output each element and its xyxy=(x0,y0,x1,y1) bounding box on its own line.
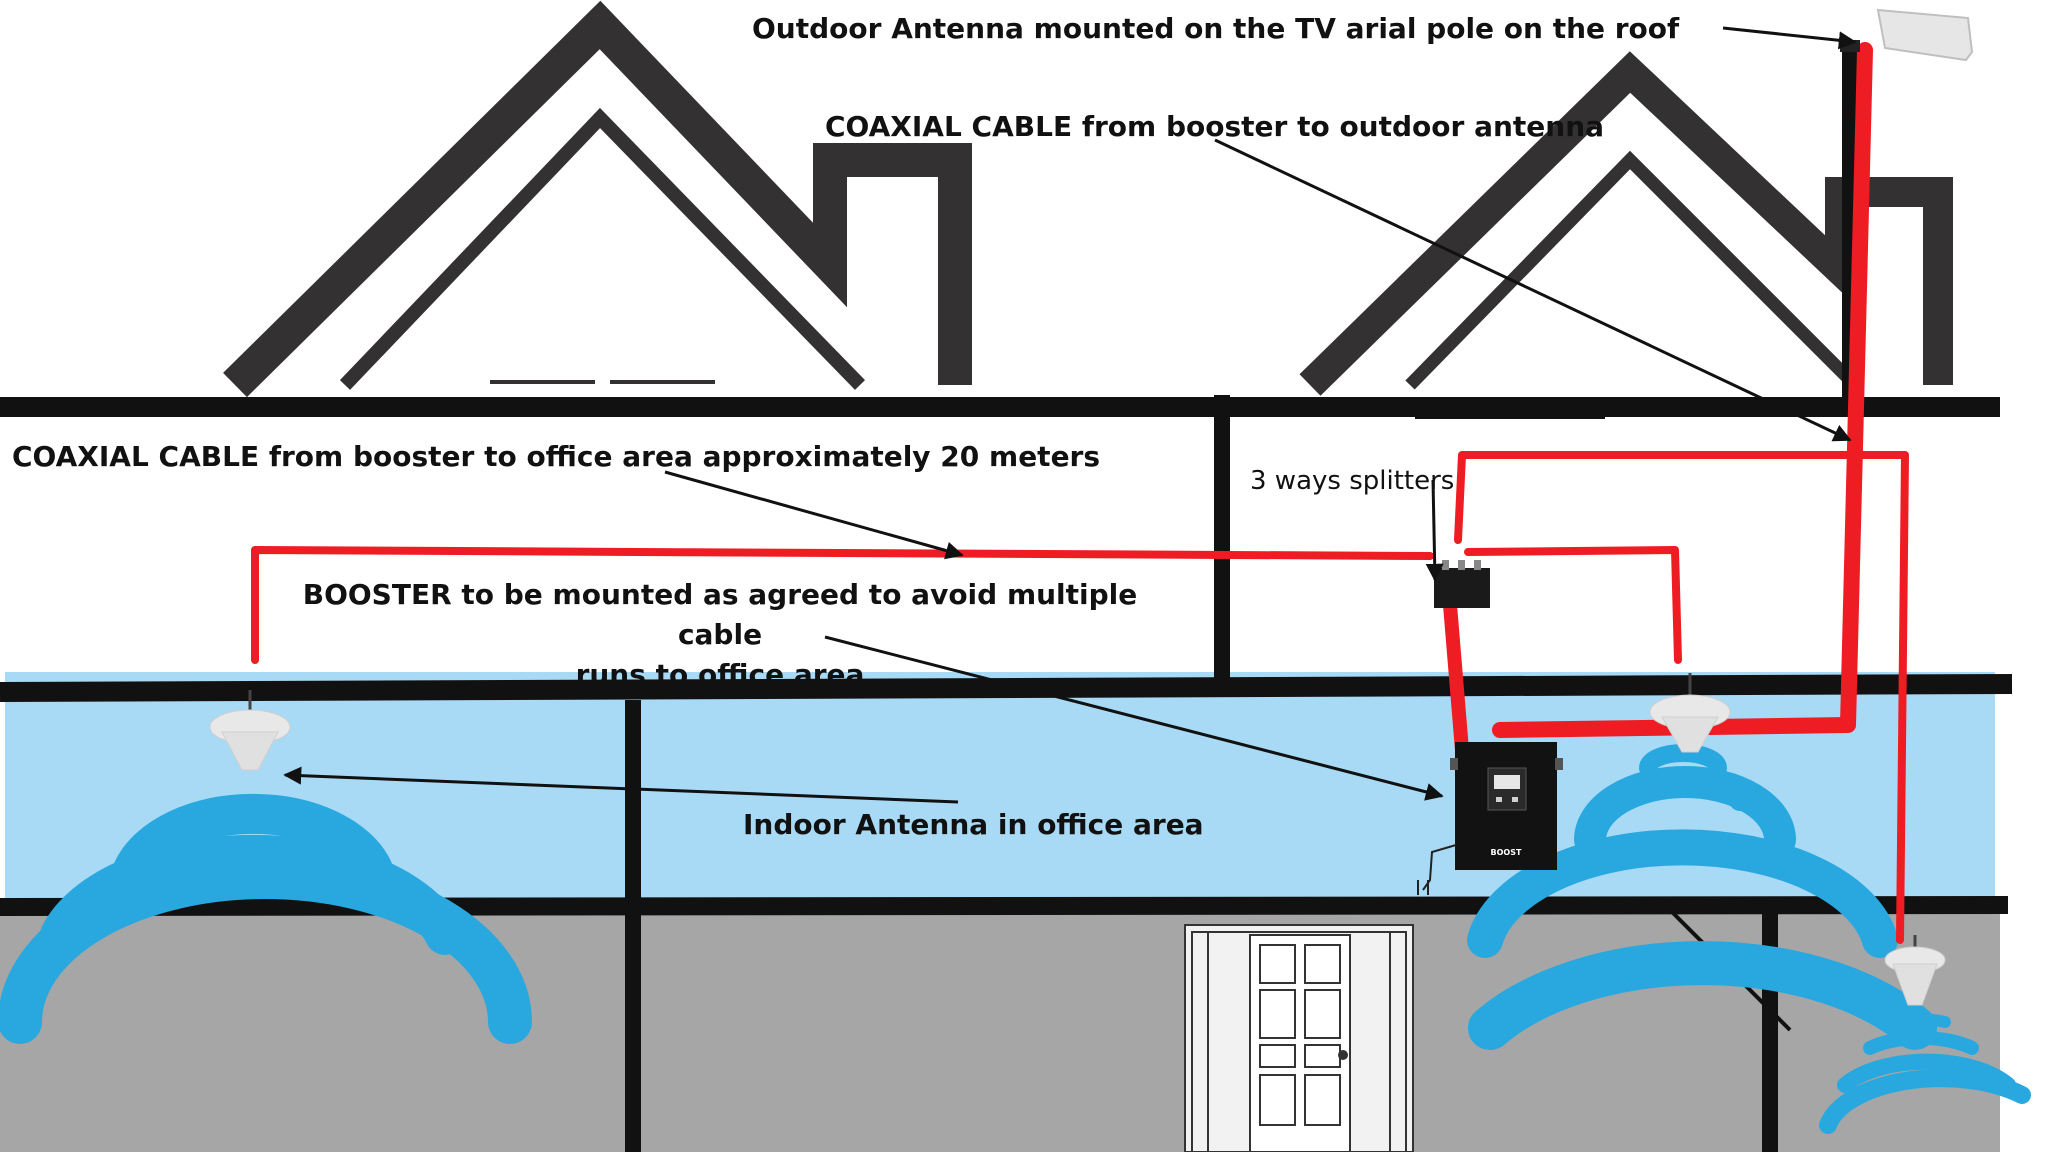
annotation-arrows xyxy=(283,26,1857,804)
indoor-antenna-label: Indoor Antenna in office area xyxy=(743,808,1204,841)
booster-icon: BOOST xyxy=(1417,742,1563,895)
booster-label-line-2: runs to office area xyxy=(575,658,865,691)
booster-label-line-1: BOOSTER to be mounted as agreed to avoid… xyxy=(302,578,1138,651)
right-roof xyxy=(1299,51,1953,396)
outdoor-antenna-label: Outdoor Antenna mounted on the TV arial … xyxy=(752,12,1680,45)
building-structure xyxy=(0,40,2013,1152)
left-roof xyxy=(223,0,972,398)
indoor-antenna-left-icon xyxy=(209,690,291,771)
booster-brand: BOOST xyxy=(1491,848,1522,857)
indoor-antenna-right-icon xyxy=(1649,673,1731,753)
booster-label: BOOSTER to be mounted as agreed to avoid… xyxy=(280,575,1160,695)
coax-office-label: COAXIAL CABLE from booster to office are… xyxy=(12,440,1101,473)
front-door xyxy=(1184,924,1414,1152)
coaxial-cables xyxy=(251,42,1909,944)
splitter-icon xyxy=(1434,560,1490,608)
signal-waves xyxy=(0,744,2031,1134)
indoor-antenna-ground-icon xyxy=(1884,935,1946,1006)
coax-outdoor-label: COAXIAL CABLE from booster to outdoor an… xyxy=(825,110,1605,143)
splitters-label: 3 ways splitters xyxy=(1250,466,1455,496)
